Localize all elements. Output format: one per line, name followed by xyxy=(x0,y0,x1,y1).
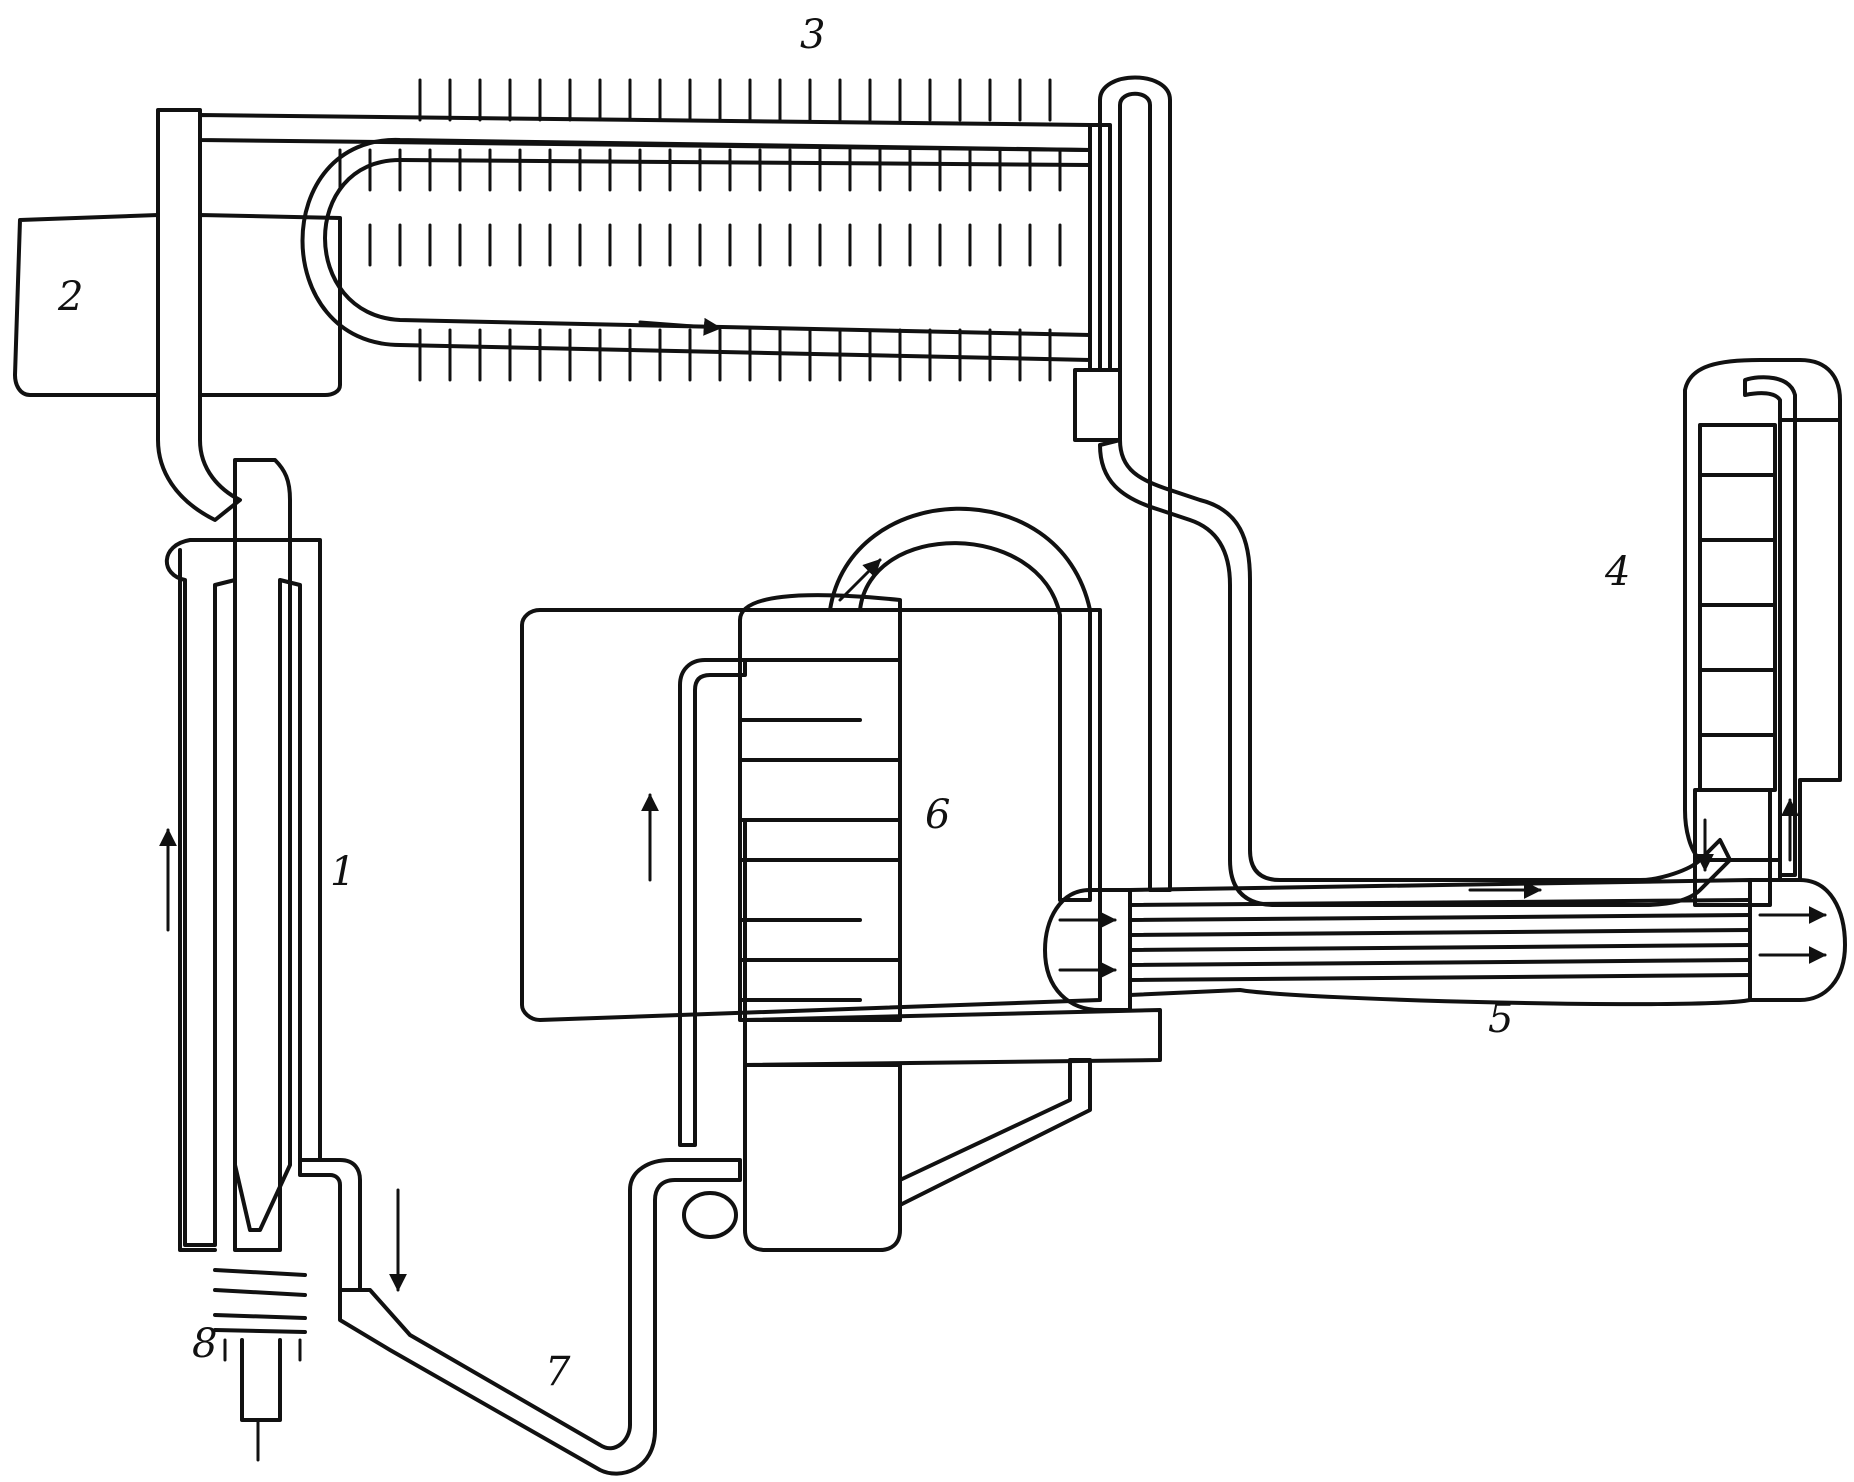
box-2 xyxy=(13,213,160,397)
boiler-outer-jacket xyxy=(164,538,322,1252)
absorber-diagonal-pipe xyxy=(898,1058,1092,1207)
exchanger-left-header xyxy=(1043,888,1132,1012)
exchanger-shell xyxy=(1128,878,1752,1007)
evaporator-down-tube xyxy=(1693,788,1772,907)
absorber xyxy=(520,506,1162,1252)
arrow-condenser xyxy=(638,317,722,336)
absorber-return-pipe xyxy=(678,658,747,1147)
heat-exchanger xyxy=(1043,438,1847,1012)
evaporator-shell xyxy=(1683,358,1842,862)
label-1: 1 xyxy=(330,849,355,895)
absorber-liquid-zone xyxy=(743,818,902,1022)
condenser xyxy=(156,75,1172,892)
condenser-u-coil xyxy=(300,137,1092,362)
boiler-tube xyxy=(233,458,292,1232)
condenser-outlet xyxy=(1073,368,1122,442)
boiler-outer-wall xyxy=(178,548,217,1252)
label-4: 4 xyxy=(1604,549,1630,595)
absorber-vapor-arch xyxy=(828,506,1092,902)
flow-arrows xyxy=(159,317,1827,1292)
pipe-7 xyxy=(338,1158,742,1476)
absorber-valve xyxy=(682,1191,738,1239)
absorber-reservoir xyxy=(743,1063,902,1252)
liquid-line xyxy=(1098,438,1732,907)
label-2: 2 xyxy=(57,274,83,320)
boiler-return xyxy=(298,1158,362,1292)
absorber-tower xyxy=(738,593,902,1022)
box-2-right xyxy=(198,213,342,397)
label-6: 6 xyxy=(925,792,950,838)
label-5: 5 xyxy=(1488,996,1513,1042)
label-3: 3 xyxy=(800,12,825,58)
label-8: 8 xyxy=(192,1321,217,1367)
absorber-crossbar xyxy=(743,1008,1162,1067)
evaporator-inner-tube xyxy=(1743,375,1797,877)
exchanger-tubes xyxy=(1128,898,1752,982)
arrow-arch xyxy=(838,558,882,602)
exchanger-right-header xyxy=(1748,878,1847,1002)
condenser-left-leg xyxy=(156,108,242,522)
absorber-background-box xyxy=(520,608,1102,1022)
absorber-baffles xyxy=(738,658,902,1002)
evaporator xyxy=(1683,358,1842,907)
burner-8 xyxy=(213,1268,307,1462)
label-7: 7 xyxy=(545,1349,571,1395)
